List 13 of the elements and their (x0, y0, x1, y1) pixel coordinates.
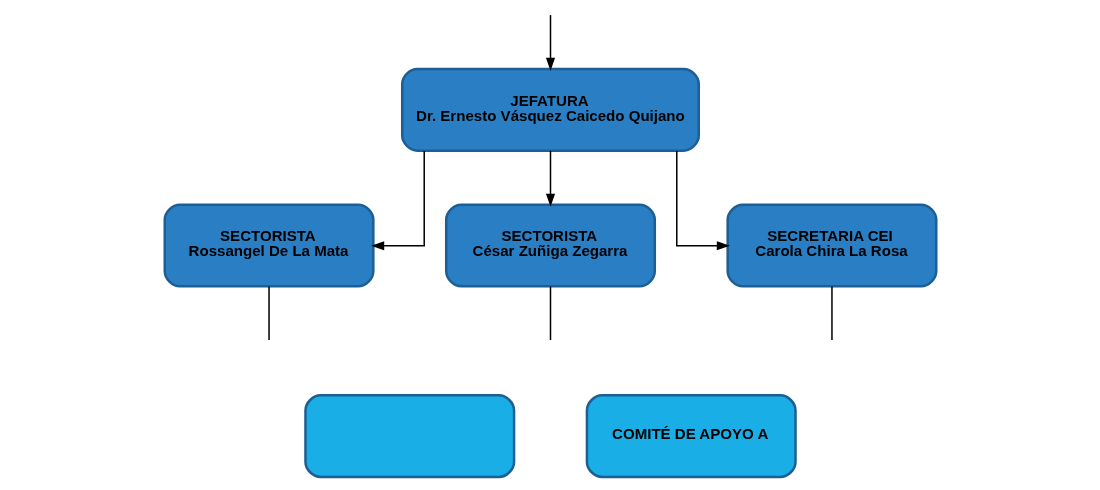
node-box: SECRETARIA CEI Carola Chira La Rosa (725, 202, 937, 288)
node-box: COMITÉ DE APOYO A (585, 393, 797, 478)
connector (549, 285, 551, 341)
arrow (545, 149, 555, 207)
node-box (303, 393, 515, 478)
arrow (370, 149, 425, 250)
node-box: SECTORISTA César Zuñiga Zegarra (444, 202, 656, 288)
arrow (545, 13, 555, 71)
node-box: SECTORISTA Rossangel De La Mata (163, 202, 375, 288)
connector (267, 285, 270, 341)
arrow (675, 149, 730, 250)
connector (830, 285, 833, 341)
node-box: JEFATURA Dr. Ernesto Vásquez Caicedo Quijano (400, 67, 700, 152)
